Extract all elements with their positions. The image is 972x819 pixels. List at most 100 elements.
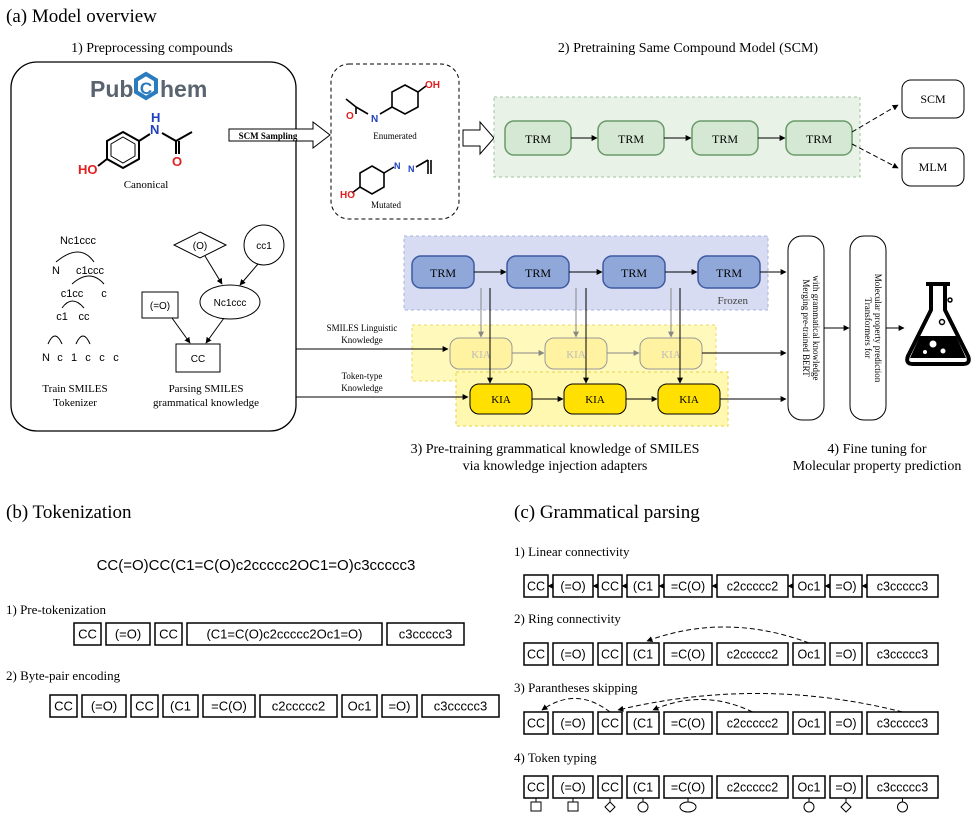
pretoken-text: c3ccccc3 [399,627,452,642]
token-type-label-2: Knowledge [341,383,383,393]
bpe-token-box [421,694,500,718]
linear-label: 1) Linear connectivity [514,544,630,559]
ring-token-box [716,642,789,666]
mutated-molecule: HO N N [340,159,432,201]
bpe-token-box [162,694,199,718]
pretoken-box [73,622,102,646]
scm-input-arrow [462,120,495,156]
svg-text:c: c [85,352,91,364]
pretoken-text: CC [159,627,178,642]
svg-text:N: N [52,265,60,277]
linear-token-text: =C(O) [671,580,705,594]
svg-text:cc: cc [79,311,91,323]
paren-token-box [523,711,549,735]
bpe-token-text: Oc1 [348,699,372,714]
bpe-token-text: c3ccccc3 [434,699,487,714]
ring-token-text: (=O) [560,648,585,662]
paren-skip-arrow [617,693,903,713]
ring-token-text: c2ccccc2 [727,648,778,662]
ring-link-arrow [646,626,810,644]
svg-text:c: c [113,352,119,364]
step1-label: 1) Preprocessing compounds [71,41,233,56]
bpe-token-text: (=O) [91,699,117,714]
frozen-trm-4-label: TRM [716,266,742,280]
kia-1-label: KIA [491,394,511,406]
svg-text:O: O [172,154,182,169]
linear-token-text: c3ccccc3 [877,580,928,594]
svg-text:N: N [394,161,401,171]
typing-token-text: c3ccccc3 [877,781,928,795]
panel-b-title: (b) Tokenization [6,502,132,523]
ring-token-box [523,642,549,666]
svg-text:HO: HO [78,162,98,177]
step4-label-1: 4) Fine tuning for [827,442,926,457]
bpe-token-text: =O) [388,699,410,714]
typing-token-text: (C1 [633,781,653,795]
token-type-circle-symbol [803,801,815,813]
bpe-token-text: CC [54,699,73,714]
ring-token-box [663,642,713,666]
paren-token-box [829,711,863,735]
svg-text:c: c [99,352,105,364]
scm-trm-4 [785,120,853,156]
output-scm-box [901,79,965,119]
pretoken-box [386,622,465,646]
svg-text:Nc1ccc: Nc1ccc [214,298,247,309]
step4-label-2: Molecular property prediction [793,459,962,474]
svg-text:Pub: Pub [90,76,133,102]
output-mlm-box [901,147,965,187]
typing-token-text: CC [527,781,545,795]
bpe-label: 2) Byte-pair encoding [6,668,121,683]
step3-label-2: via knowledge injection adapters [463,459,648,474]
frozen-trm-2-label: TRM [525,266,551,280]
ring-token-text: c3ccccc3 [877,648,928,662]
tokenizer-caption-2: Tokenizer [53,397,97,409]
bpe-token-box [381,694,418,718]
svg-text:(O): (O) [193,241,207,252]
step2-label: 2) Pretraining Same Compound Model (SCM) [558,41,818,56]
bpe-token-box [81,694,127,718]
frozen-trm-3-label: TRM [621,266,647,280]
linear-token-text: Oc1 [798,580,821,594]
parsing-caption-2: grammatical knowledge [153,397,259,409]
svg-text:N: N [42,352,50,364]
ring-token-box [626,642,660,666]
output-mlm-label: MLM [919,160,948,174]
bpe-token-text: CC [135,699,154,714]
svg-text:OH: OH [425,80,440,91]
scm-trm-1-label: TRM [525,132,551,146]
flask-icon [905,282,971,366]
pretoken-row: CC(=O)CC(C1=C(O)c2ccccc2Oc1=O)c3ccccc3 [73,622,465,646]
preprocessing-box [10,61,297,432]
pretoken-box [105,622,151,646]
frozen-label: Frozen [717,295,748,307]
kia-faded-2-label: KIA [566,349,586,361]
step3-label-1: 3) Pre-training grammatical knowledge of… [411,442,700,457]
svg-text:CC: CC [191,354,205,365]
svg-text:c1: c1 [56,311,68,323]
paren-skip-arrow [541,698,611,713]
panel-c-title: (c) Grammatical parsing [514,502,700,523]
bpe-token-text: =C(O) [211,699,247,714]
sampled-molecules-box [330,63,460,220]
pretoken-box [154,622,183,646]
svg-text:c: c [101,288,107,300]
smiles-linguistic-label-2: Knowledge [341,335,383,345]
svg-text:1: 1 [71,352,77,364]
merging-label-2: with grammatical knowledge [811,276,821,381]
paren-token-box [792,711,826,735]
token-type-diamond-symbol [604,801,616,813]
typing-token-text: (=O) [560,781,585,795]
token-type-label-1: Token-type [342,371,383,381]
token-type-square-symbol [567,801,579,812]
mutated-label: Mutated [371,200,401,210]
svg-text:(=O): (=O) [150,301,170,312]
svg-text:H: H [151,110,160,125]
svg-text:HO: HO [340,190,355,201]
paren-token-text: =O) [835,717,856,731]
typing-token-text: c2ccccc2 [727,781,778,795]
bpe-token-box [259,694,338,718]
parsing-caption-1: Parsing SMILES [169,383,244,395]
